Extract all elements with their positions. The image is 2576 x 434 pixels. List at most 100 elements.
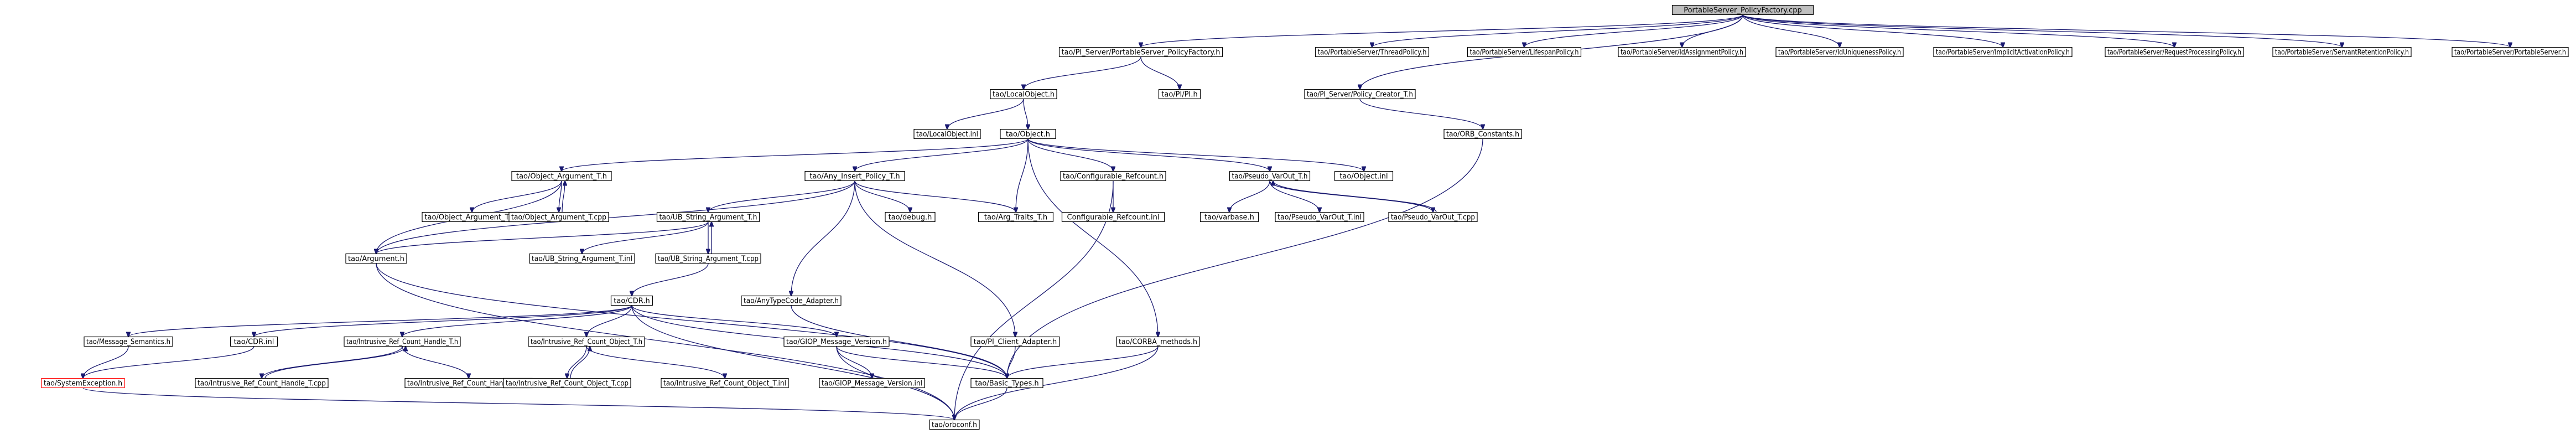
node-label: tao/Message_Semantics.h: [86, 338, 170, 347]
edge-cdr-to-giop: [631, 305, 837, 337]
node-label: tao/SystemException.h: [44, 380, 122, 388]
node-pih[interactable]: tao/PI/PI.h: [1158, 89, 1201, 100]
node-label: Configurable_Refcount.inl: [1067, 214, 1160, 222]
node-vbase[interactable]: tao/varbase.h: [1199, 211, 1259, 223]
node-label: tao/Intrusive_Ref_Count_Object_T.h: [531, 338, 642, 347]
node-box: [655, 253, 761, 264]
node-dbg[interactable]: tao/debug.h: [885, 211, 936, 223]
node-cref[interactable]: tao/Configurable_Refcount.h: [1060, 170, 1166, 182]
edge-oatcpp-to-oat: [562, 181, 565, 213]
node-pi_sf[interactable]: tao/PI_Server/PortableServer_PolicyFacto…: [1058, 46, 1223, 58]
node-srp[interactable]: tao/PortableServer/ServantRetentionPolic…: [2272, 46, 2412, 58]
node-box: [913, 128, 981, 140]
node-usatinl[interactable]: tao/UB_String_Argument_T.inl: [529, 253, 635, 264]
node-irch[interactable]: tao/Intrusive_Ref_Count_Handle_T.h: [344, 336, 461, 347]
node-atca[interactable]: tao/AnyTypeCode_Adapter.h: [741, 295, 842, 306]
node-label: tao/Object_Argument_T.h: [516, 173, 607, 181]
node-irco[interactable]: tao/Intrusive_Ref_Count_Object_T.h: [528, 336, 645, 347]
edge-usat-to-usatinl: [582, 221, 709, 254]
edge-oat-to-oatcpp: [559, 180, 562, 213]
node-box: [1775, 46, 1904, 58]
edge-irco-to-irco_inl: [586, 346, 725, 379]
node-box: [345, 253, 407, 264]
node-pvt[interactable]: tao/Pseudo_VarOut_T.h: [1229, 170, 1311, 182]
edge-root-to-iup: [1742, 14, 1840, 48]
node-irchinl[interactable]: tao/Intrusive_Ref_Count_Handle_T.inl: [404, 378, 533, 389]
node-oatcpp[interactable]: tao/Object_Argument_T.cpp: [508, 211, 609, 223]
nodes: PortableServer_PolicyFactory.cpp tao/PI_S…: [41, 4, 2569, 430]
edge-usat-to-arg: [376, 221, 709, 254]
node-box: [1158, 89, 1201, 100]
node-objinl[interactable]: tao/Object.inl: [1334, 170, 1394, 182]
node-irchcpp[interactable]: tao/Intrusive_Ref_Count_Handle_T.cpp: [195, 378, 329, 389]
edge-arg-to-orbconf: [376, 263, 954, 420]
node-root[interactable]: PortableServer_PolicyFactory.cpp: [1671, 4, 1814, 16]
node-orbc[interactable]: tao/ORB_Constants.h: [1443, 128, 1522, 140]
node-rpp[interactable]: tao/PortableServer/RequestProcessingPoli…: [2105, 46, 2244, 58]
edge-obj-to-oat: [562, 138, 1029, 172]
node-box: [1315, 46, 1430, 58]
edge-irch-to-irchcpp: [262, 346, 403, 379]
node-loinl[interactable]: tao/LocalObject.inl: [913, 128, 981, 140]
node-label: tao/orbconf.h: [932, 421, 977, 430]
edge-irco-to-irco_cpp: [567, 346, 587, 379]
node-box: [804, 170, 905, 182]
node-irco_cpp[interactable]: tao/Intrusive_Ref_Count_Object_T.cpp: [503, 378, 631, 389]
node-pvtcpp[interactable]: tao/Pseudo_VarOut_T.cpp: [1388, 211, 1478, 223]
node-giop[interactable]: tao/GIOP_Message_Version.h: [783, 336, 890, 347]
node-iup[interactable]: tao/PortableServer/IdUniquenessPolicy.h: [1775, 46, 1904, 58]
node-box: [230, 336, 278, 347]
node-aip[interactable]: tao/Any_Insert_Policy_T.h: [804, 170, 905, 182]
node-usat[interactable]: tao/UB_String_Argument_T.h: [656, 211, 760, 223]
node-cdr[interactable]: tao/CDR.h: [610, 295, 653, 306]
node-giopinl[interactable]: tao/GIOP_Message_Version.inl: [819, 378, 925, 389]
node-ps[interactable]: tao/PortableServer/PortableServer.h: [2452, 46, 2569, 58]
node-label: tao/PortableServer/RequestProcessingPoli…: [2107, 49, 2241, 57]
node-box: [1199, 211, 1259, 223]
node-argt[interactable]: tao/Arg_Traits_T.h: [978, 211, 1054, 223]
edge-obj-to-cref: [1027, 138, 1113, 172]
node-sysex[interactable]: tao/SystemException.h: [41, 378, 125, 389]
node-label: tao/LocalObject.inl: [916, 131, 978, 139]
node-pica[interactable]: tao/PI_Client_Adapter.h: [970, 336, 1060, 347]
edge-pcreator-to-orbc: [1359, 99, 1483, 130]
node-iap[interactable]: tao/PortableServer/IdAssignmentPolicy.h: [1618, 46, 1746, 58]
node-irco_inl[interactable]: tao/Intrusive_Ref_Count_Object_T.inl: [661, 378, 789, 389]
node-box: [1618, 46, 1746, 58]
node-box: [41, 378, 125, 389]
node-oat[interactable]: tao/Object_Argument_T.h: [511, 170, 612, 182]
node-cdrinl[interactable]: tao/CDR.inl: [230, 336, 278, 347]
node-label: tao/AnyTypeCode_Adapter.h: [744, 297, 839, 306]
node-pvtinl[interactable]: tao/Pseudo_VarOut_T.inl: [1275, 211, 1364, 223]
edge-pvt-to-pvtinl: [1269, 180, 1320, 213]
node-box: [1334, 170, 1394, 182]
edge-root-to-pi_sf: [1141, 14, 1743, 48]
node-obj[interactable]: tao/Object.h: [1000, 128, 1056, 140]
node-usatcpp[interactable]: tao/UB_String_Argument_T.cpp: [655, 253, 761, 264]
edge-giop-to-giopinl: [836, 346, 872, 379]
node-label: tao/Intrusive_Ref_Count_Object_T.cpp: [506, 380, 629, 388]
node-corbam[interactable]: tao/CORBA_methods.h: [1116, 336, 1200, 347]
node-basic[interactable]: tao/Basic_Types.h: [970, 378, 1043, 389]
edge-cdr-to-irco: [586, 305, 632, 337]
edge-obj-to-argt: [1016, 138, 1029, 213]
edge-sysex-to-orbconf: [82, 387, 954, 420]
node-box: [1060, 170, 1166, 182]
node-arg[interactable]: tao/Argument.h: [345, 253, 407, 264]
node-impl[interactable]: tao/PortableServer/ImplicitActivationPol…: [1933, 46, 2073, 58]
node-lp[interactable]: tao/PortableServer/LifespanPolicy.h: [1467, 46, 1582, 58]
node-box: [1000, 128, 1056, 140]
node-ms[interactable]: tao/Message_Semantics.h: [84, 336, 173, 347]
node-oatinl[interactable]: tao/Object_Argument_T.inl: [422, 211, 522, 223]
node-tp[interactable]: tao/PortableServer/ThreadPolicy.h: [1315, 46, 1430, 58]
node-label: tao/PortableServer/ImplicitActivationPol…: [1936, 49, 2070, 57]
node-orbconf[interactable]: tao/orbconf.h: [929, 419, 980, 430]
node-label: tao/PortableServer/IdUniquenessPolicy.h: [1778, 49, 1901, 57]
node-lo[interactable]: tao/LocalObject.h: [990, 89, 1057, 100]
node-crefinl[interactable]: Configurable_Refcount.inl: [1061, 211, 1165, 223]
node-label: tao/CDR.h: [614, 297, 650, 306]
node-box: [2105, 46, 2244, 58]
node-pcreator[interactable]: tao/PI_Server/Policy_Creator_T.h: [1304, 89, 1416, 100]
edge-orbc-to-basic: [1007, 138, 1483, 379]
